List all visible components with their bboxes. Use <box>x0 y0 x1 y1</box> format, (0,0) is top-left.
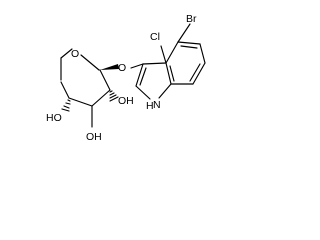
bond-c3a-c4 <box>165 41 179 64</box>
bond-ring-upper-left <box>60 48 73 59</box>
indole-n-label: N <box>153 99 161 111</box>
hydroxyl-c2-label: OH <box>118 95 134 107</box>
bond-c4-c3 <box>68 97 93 107</box>
ring-oxygen-label: O <box>71 48 79 60</box>
indole-nh-label: H <box>146 100 154 112</box>
bond-c5-c6 <box>199 43 206 64</box>
indole-ring <box>130 23 206 100</box>
chemical-structure-diagram: O O Cl Br H N HO OH OH <box>46 13 206 143</box>
bond-c4-c5 <box>177 41 201 45</box>
bond-c6-c7 <box>192 62 206 85</box>
bond-n-c7a <box>158 83 172 99</box>
bromine-label: Br <box>186 13 197 25</box>
bond-c3-c2 <box>91 89 111 107</box>
bond-c2-n <box>135 85 151 100</box>
hydroxyl-c4-label: HO <box>46 112 62 124</box>
bond-c3-c3a <box>142 62 167 65</box>
bond-c4-cl <box>160 45 167 64</box>
hashed-bond-c4-ho <box>61 99 71 112</box>
bond-c6-c7-inner <box>189 63 201 82</box>
chlorine-label: Cl <box>150 31 160 43</box>
hashed-bond-c2-oh <box>109 90 119 102</box>
bond-c3-c2-inner <box>139 67 147 86</box>
atom-labels: O O Cl Br H N HO OH OH <box>46 13 197 143</box>
bond-c5-br <box>177 23 191 43</box>
bond-o-c3 <box>130 63 144 69</box>
bond-c3a-c7a <box>165 62 172 85</box>
wedge-bond-c1-o <box>100 64 119 70</box>
bond-o-c1 <box>80 54 100 71</box>
bond-c4-c5-inner <box>180 45 198 49</box>
bond-c3a-c7a-inner <box>169 65 175 82</box>
hydroxyl-c3-label: OH <box>86 131 102 143</box>
pyranose-ring <box>60 48 111 107</box>
bond-c5-c4 <box>60 81 70 99</box>
glycosidic-oxygen-label: O <box>118 62 126 74</box>
bond-c3-c2 <box>135 63 144 87</box>
bond-c2-c1 <box>99 69 111 91</box>
sugar-substituents <box>61 64 119 128</box>
